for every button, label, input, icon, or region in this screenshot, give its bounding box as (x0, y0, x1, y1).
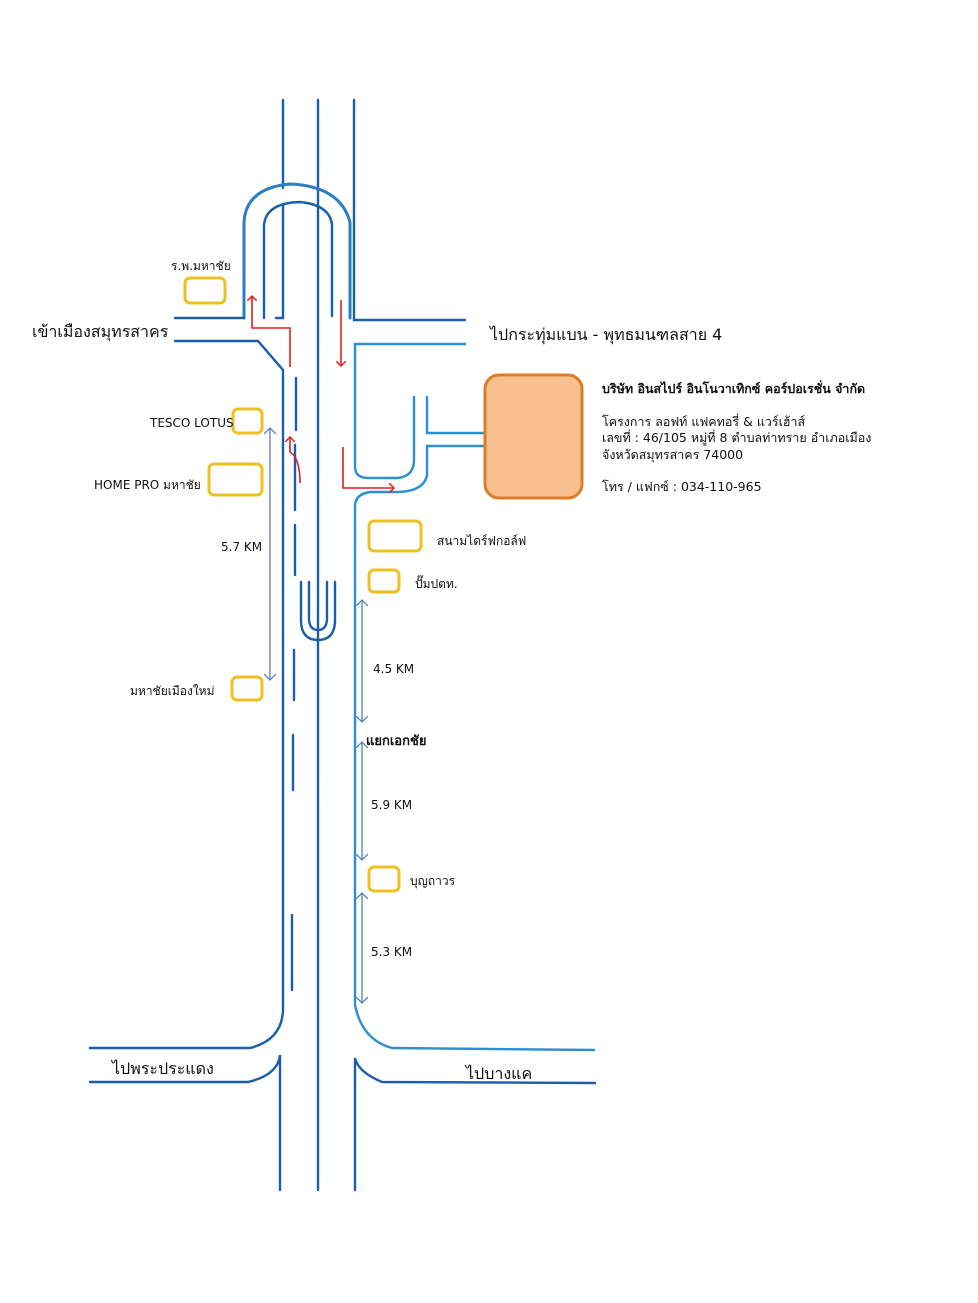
landmark-tesco: TESCO LOTUS (150, 416, 234, 430)
road-label-west-lower: ไปพระประแดง (112, 1059, 214, 1078)
landmark-homepro: HOME PRO มหาชัย (94, 478, 201, 492)
landmark-ptt: ปั๊มปตท. (415, 577, 458, 591)
route-arrow (290, 437, 301, 484)
company-address-line-1: เลขที่ : 46/105 หมู่ที่ 8 ตำบลท่าทราย อำ… (602, 430, 872, 445)
road-west-upper-edge (88, 339, 285, 1050)
company-access (425, 395, 486, 435)
landmark-hospital: ร.พ.มหาชัย (171, 259, 231, 273)
company-project: โครงการ ลอฟท์ แฟคทอรี่ & แวร์เฮ้าส์ (602, 413, 806, 429)
distance-label-right-1: 4.5 KM (373, 662, 415, 676)
road-label-west-upper: เข้าเมืองสมุทรสาคร (32, 322, 169, 341)
uturn-outer (242, 182, 352, 320)
route-arrow (252, 296, 291, 367)
road-label-east-upper: ไปกระทุ่มแบน - พุทธมนฑลสาย 4 (490, 325, 723, 344)
landmark-ekachai-junction: แยกเอกชัย (366, 734, 427, 749)
route-arrow (342, 447, 394, 488)
road-line (274, 203, 285, 320)
distance-label-left: 5.7 KM (221, 540, 263, 554)
landmark-box-hospital (183, 276, 227, 305)
company-name: บริษัท อินสไปร์ อินโนวาเทิกซ์ คอร์ปอเรชั… (602, 381, 866, 396)
landmark-driving-range: สนามไดร์ฟกอล์ฟ (437, 534, 527, 548)
landmark-box-ptt (367, 568, 401, 594)
road-label-east-lower: ไปบางแค (466, 1064, 533, 1083)
small-uturn (299, 580, 337, 642)
company-access (353, 444, 596, 1052)
uturn-inner (262, 200, 334, 320)
road-west-lower-edge (88, 1054, 282, 1192)
landmark-box-driving-range (367, 519, 423, 553)
company-info: บริษัท อินสไปร์ อินโนวาเทิกซ์ คอร์ปอเรชั… (602, 381, 871, 496)
small-uturn (307, 580, 329, 632)
company-building (483, 373, 584, 500)
landmark-box-tesco (231, 407, 264, 435)
landmark-box-mahachai-new (230, 675, 264, 702)
distance-label-right-2: 5.9 KM (371, 798, 413, 812)
landmark-box-boonthavorn (367, 865, 401, 893)
landmark-box-homepro (207, 462, 264, 497)
distance-label-right-3: 5.3 KM (371, 945, 413, 959)
road-east-upper-edge (353, 342, 467, 480)
company-phone: โทร / แฟกซ์ : 034-110-965 (602, 479, 762, 494)
company-address-line-2: จังหวัดสมุทรสาคร 74000 (602, 446, 744, 462)
landmark-boonthavorn: บุญถาวร (410, 874, 456, 888)
landmark-mahachai-new: มหาชัยเมืองใหม่ (130, 684, 215, 698)
road-east-lower-edge (353, 1057, 597, 1192)
road-line (352, 98, 467, 322)
